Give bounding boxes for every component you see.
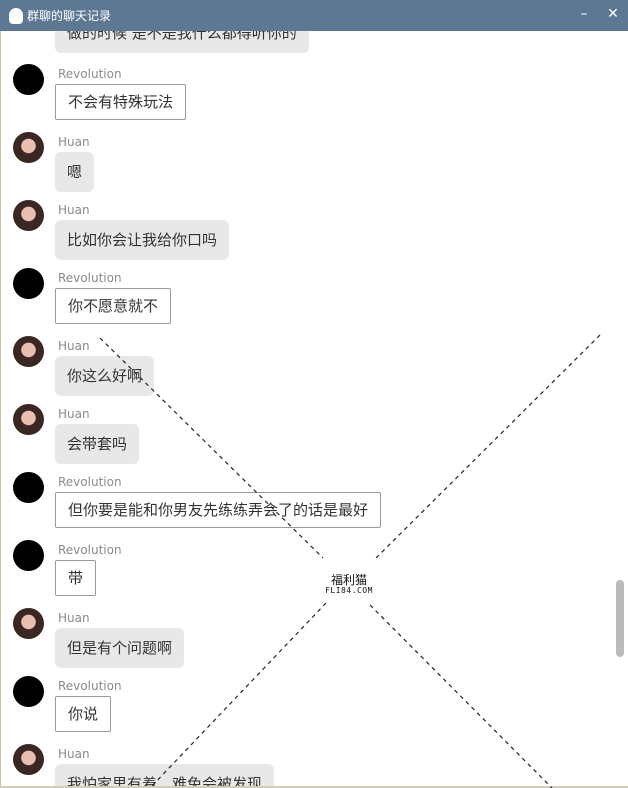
- message-row: Revolution 但你要是能和你男友先练练弄会了的话是最好: [13, 472, 613, 540]
- sender-name: Revolution: [58, 271, 122, 285]
- avatar[interactable]: [13, 540, 44, 571]
- sender-name: Huan: [58, 203, 90, 217]
- message-row: Revolution 带: [13, 540, 613, 608]
- message-bubble: 我怕家里有着，难免会被发现: [55, 764, 275, 786]
- message-bubble: 比如你会让我给你口吗: [55, 220, 230, 260]
- qq-penguin-icon: [9, 7, 23, 24]
- avatar[interactable]: [13, 608, 44, 639]
- sender-name: Huan: [58, 611, 90, 625]
- sender-name: Huan: [58, 135, 90, 149]
- sender-name: Revolution: [58, 679, 122, 693]
- message-row: Huan 会带套吗: [13, 404, 613, 472]
- avatar[interactable]: [13, 200, 44, 231]
- message-bubble: 但你要是能和你男友先练练弄会了的话是最好: [55, 492, 382, 528]
- avatar[interactable]: [13, 268, 44, 299]
- window-title: 群聊的聊天记录: [27, 9, 112, 23]
- message-row: Huan 我怕家里有着，难免会被发现: [13, 744, 613, 786]
- sender-name: Revolution: [58, 67, 122, 81]
- message-row: Huan 你这么好啊: [13, 336, 613, 404]
- avatar[interactable]: [13, 336, 44, 367]
- avatar[interactable]: [13, 404, 44, 435]
- message-row: Huan 但是有个问题啊: [13, 608, 613, 676]
- message-row: Revolution 不会有特殊玩法: [13, 64, 613, 132]
- sender-name: Revolution: [58, 543, 122, 557]
- message-bubble: 做的时候 是不是我什么都得听你的: [55, 31, 309, 53]
- watermark-url: FLI84.COM: [325, 586, 373, 595]
- message-row: Huan 嗯: [13, 132, 613, 200]
- close-button[interactable]: ✕: [607, 6, 619, 22]
- avatar[interactable]: [13, 744, 44, 775]
- message-bubble: 你不愿意就不: [55, 288, 172, 324]
- watermark-text: 福利猫: [330, 573, 367, 587]
- avatar[interactable]: [13, 64, 44, 95]
- sender-name: Huan: [58, 407, 90, 421]
- message-bubble: 你这么好啊: [55, 356, 155, 396]
- avatar[interactable]: [13, 472, 44, 503]
- scrollbar-thumb[interactable]: [616, 580, 624, 657]
- chat-history[interactable]: 做的时候 是不是我什么都得听你的 Revolution 不会有特殊玩法 Huan…: [0, 31, 628, 788]
- sender-name: Huan: [58, 339, 90, 353]
- sender-name: Revolution: [58, 475, 122, 489]
- message-bubble: 但是有个问题啊: [55, 628, 185, 668]
- message-bubble: 带: [55, 560, 97, 596]
- avatar[interactable]: [13, 132, 44, 163]
- message-row: Huan 比如你会让我给你口吗: [13, 200, 613, 268]
- minimize-button[interactable]: –: [580, 6, 588, 22]
- avatar[interactable]: [13, 676, 44, 707]
- message-row: Revolution 你不愿意就不: [13, 268, 613, 336]
- message-bubble: 你说: [55, 696, 112, 732]
- message-bubble: 会带套吗: [55, 424, 140, 464]
- sender-name: Huan: [58, 747, 90, 761]
- message-bubble: 嗯: [55, 152, 95, 192]
- message-row: Revolution 你说: [13, 676, 613, 744]
- message-bubble: 不会有特殊玩法: [55, 84, 187, 120]
- title-bar: 群聊的聊天记录 – ✕: [0, 0, 628, 31]
